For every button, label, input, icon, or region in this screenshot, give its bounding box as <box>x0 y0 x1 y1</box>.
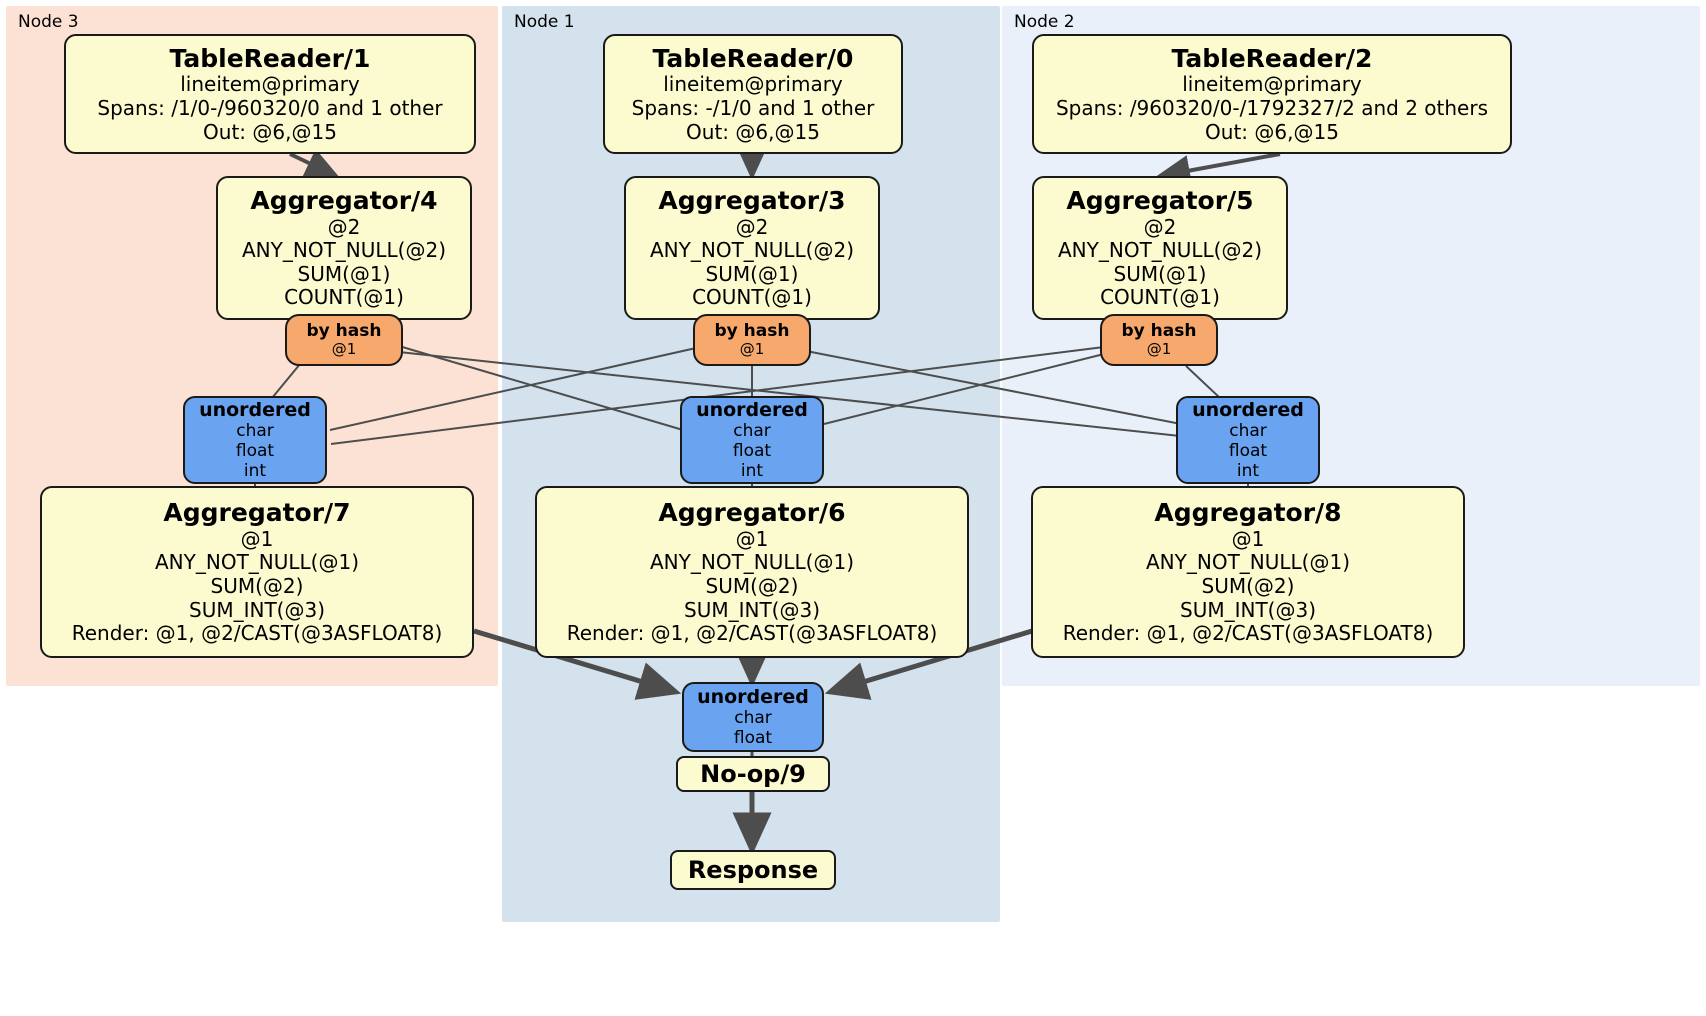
node-line: ANY_NOT_NULL(@2) <box>1058 238 1262 263</box>
node-line: SUM(@1) <box>297 261 391 286</box>
node-line: Out: @6,@15 <box>686 119 820 144</box>
node-aggregator-3[interactable]: Aggregator/3 @2 ANY_NOT_NULL(@2) SUM(@1)… <box>624 176 880 320</box>
node-line: SUM(@1) <box>1113 261 1207 286</box>
node-line: ANY_NOT_NULL(@1) <box>155 550 359 575</box>
node-title: TableReader/1 <box>169 43 371 73</box>
node-line: COUNT(@1) <box>1100 285 1220 310</box>
stream-unordered-right[interactable]: unordered char float int <box>1176 396 1320 484</box>
node-title: TableReader/0 <box>652 43 854 73</box>
node-line: @2 <box>1143 214 1177 239</box>
node-line: SUM_INT(@3) <box>1180 597 1316 622</box>
stream-line: float <box>1228 441 1268 462</box>
node-title: Aggregator/4 <box>250 186 438 216</box>
router-by-hash-middle[interactable]: by hash @1 <box>693 314 811 366</box>
node-title: No-op/9 <box>700 759 806 788</box>
node-table-reader-0[interactable]: TableReader/0 lineitem@primary Spans: -/… <box>603 34 903 154</box>
node-no-op-9[interactable]: No-op/9 <box>676 756 830 792</box>
stream-title: unordered <box>1192 398 1304 421</box>
node-line: @1 <box>1231 526 1265 551</box>
node-line: Spans: /1/0-/960320/0 and 1 other <box>97 95 443 120</box>
node-title: Response <box>687 855 819 884</box>
router-title: by hash <box>1121 321 1197 342</box>
node-table-reader-1[interactable]: TableReader/1 lineitem@primary Spans: /1… <box>64 34 476 154</box>
node-line: SUM(@2) <box>705 573 799 598</box>
node-line: Render: @1, @2/CAST(@3ASFLOAT8) <box>566 621 938 646</box>
stream-line: char <box>1229 421 1267 442</box>
stream-line: float <box>732 441 772 462</box>
node-line: SUM(@2) <box>1201 573 1295 598</box>
node-line: @1 <box>735 526 769 551</box>
stream-line: char <box>733 421 771 442</box>
node-title: Aggregator/5 <box>1066 186 1254 216</box>
node-line: ANY_NOT_NULL(@2) <box>650 238 854 263</box>
node-aggregator-7[interactable]: Aggregator/7 @1 ANY_NOT_NULL(@1) SUM(@2)… <box>40 486 474 658</box>
node-line: lineitem@primary <box>663 72 843 97</box>
stream-title: unordered <box>199 398 311 421</box>
stream-title: unordered <box>696 398 808 421</box>
node-aggregator-4[interactable]: Aggregator/4 @2 ANY_NOT_NULL(@2) SUM(@1)… <box>216 176 472 320</box>
cluster-label-node-3: Node 3 <box>18 12 79 32</box>
node-line: Spans: -/1/0 and 1 other <box>631 95 875 120</box>
node-line: SUM(@2) <box>210 573 304 598</box>
router-by-hash-left[interactable]: by hash @1 <box>285 314 403 366</box>
stream-line: float <box>733 728 773 749</box>
router-line: @1 <box>1146 340 1172 359</box>
stream-line: int <box>740 461 764 482</box>
node-line: Spans: /960320/0-/1792327/2 and 2 others <box>1055 95 1488 120</box>
router-title: by hash <box>714 321 790 342</box>
node-line: COUNT(@1) <box>692 285 812 310</box>
stream-line: char <box>236 421 274 442</box>
node-line: Render: @1, @2/CAST(@3ASFLOAT8) <box>1062 621 1434 646</box>
node-aggregator-5[interactable]: Aggregator/5 @2 ANY_NOT_NULL(@2) SUM(@1)… <box>1032 176 1288 320</box>
node-aggregator-6[interactable]: Aggregator/6 @1 ANY_NOT_NULL(@1) SUM(@2)… <box>535 486 969 658</box>
node-title: Aggregator/7 <box>163 498 351 528</box>
node-table-reader-2[interactable]: TableReader/2 lineitem@primary Spans: /9… <box>1032 34 1512 154</box>
node-line: lineitem@primary <box>1182 72 1362 97</box>
node-aggregator-8[interactable]: Aggregator/8 @1 ANY_NOT_NULL(@1) SUM(@2)… <box>1031 486 1465 658</box>
node-line: ANY_NOT_NULL(@1) <box>650 550 854 575</box>
node-line: Out: @6,@15 <box>1205 119 1339 144</box>
router-title: by hash <box>306 321 382 342</box>
node-line: Render: @1, @2/CAST(@3ASFLOAT8) <box>71 621 443 646</box>
node-line: SUM(@1) <box>705 261 799 286</box>
stream-unordered-final[interactable]: unordered char float <box>682 682 824 752</box>
router-line: @1 <box>739 340 765 359</box>
node-line: ANY_NOT_NULL(@2) <box>242 238 446 263</box>
stream-unordered-left[interactable]: unordered char float int <box>183 396 327 484</box>
node-title: TableReader/2 <box>1171 43 1373 73</box>
node-title: Aggregator/6 <box>658 498 846 528</box>
node-line: SUM_INT(@3) <box>684 597 820 622</box>
stream-line: char <box>734 708 772 729</box>
cluster-label-node-2: Node 2 <box>1014 12 1075 32</box>
node-title: Aggregator/3 <box>658 186 846 216</box>
stream-line: int <box>1236 461 1260 482</box>
router-by-hash-right[interactable]: by hash @1 <box>1100 314 1218 366</box>
stream-line: int <box>243 461 267 482</box>
node-title: Aggregator/8 <box>1154 498 1342 528</box>
stream-title: unordered <box>697 685 809 708</box>
node-line: lineitem@primary <box>180 72 360 97</box>
node-line: @2 <box>327 214 361 239</box>
node-response[interactable]: Response <box>670 850 836 890</box>
node-line: @2 <box>735 214 769 239</box>
node-line: Out: @6,@15 <box>203 119 337 144</box>
stream-line: float <box>235 441 275 462</box>
router-line: @1 <box>331 340 357 359</box>
node-line: COUNT(@1) <box>284 285 404 310</box>
node-line: ANY_NOT_NULL(@1) <box>1146 550 1350 575</box>
cluster-label-node-1: Node 1 <box>514 12 575 32</box>
node-line: SUM_INT(@3) <box>189 597 325 622</box>
stream-unordered-middle[interactable]: unordered char float int <box>680 396 824 484</box>
node-line: @1 <box>240 526 274 551</box>
